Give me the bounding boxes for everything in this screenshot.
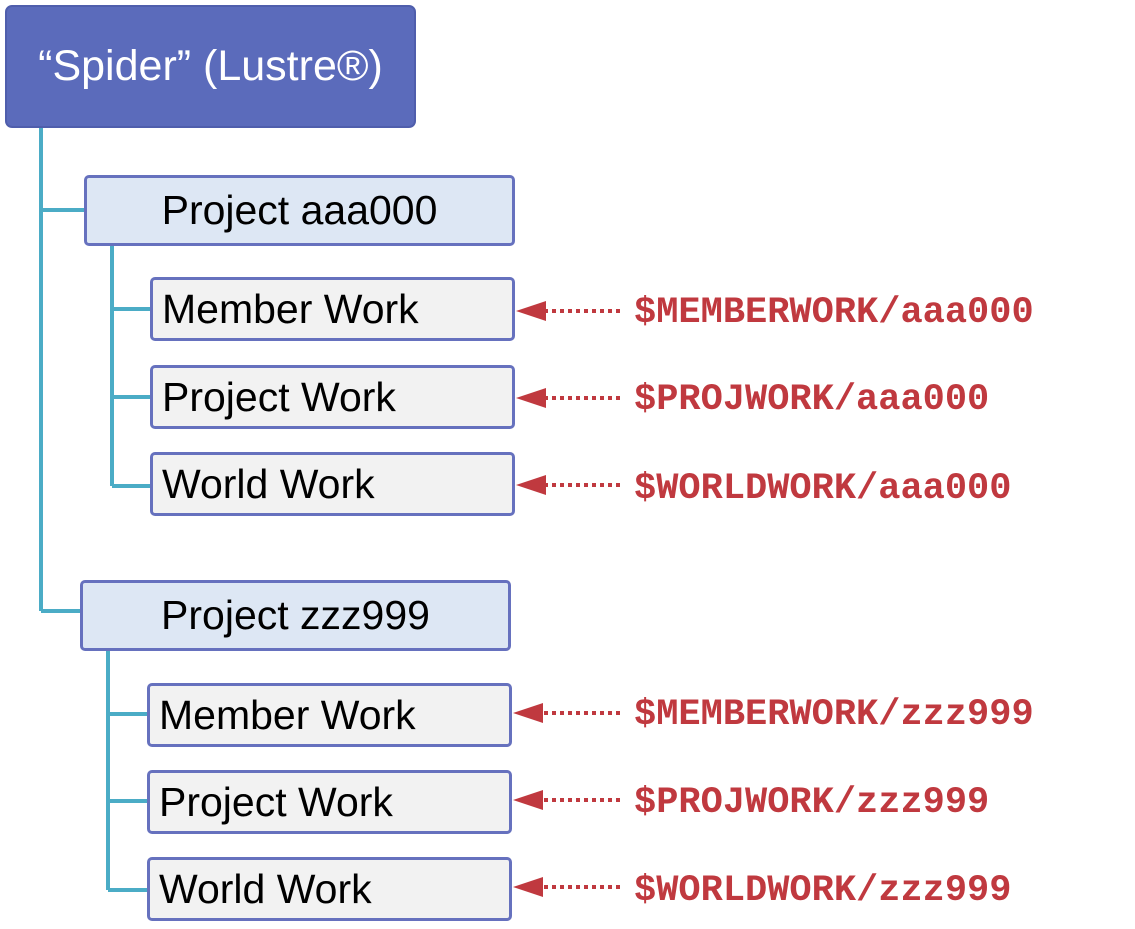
project-aaa000-branch-line — [110, 245, 150, 488]
project-zzz999-branch-line — [106, 651, 147, 892]
area-member-work-aaa000: Member Work — [150, 277, 515, 341]
area-label: Project Work — [159, 778, 393, 825]
area-label: Member Work — [159, 691, 416, 738]
env-arrow-zzz999-world — [513, 877, 620, 897]
project-label: Project zzz999 — [161, 592, 430, 638]
env-var-label: $MEMBERWORK/zzz999 — [634, 694, 1034, 736]
env-var-label: $PROJWORK/aaa000 — [634, 379, 990, 421]
project-label: Project aaa000 — [161, 187, 438, 233]
env-arrow-zzz999-member — [513, 703, 620, 723]
env-arrow-aaa000-world — [516, 475, 620, 495]
env-var-label: $WORLDWORK/aaa000 — [634, 468, 1012, 510]
root-label: “Spider” (Lustre®) — [38, 42, 383, 90]
area-world-work-zzz999: World Work — [147, 857, 512, 921]
root-trunk-line — [39, 128, 84, 613]
env-arrow-aaa000-project — [516, 388, 620, 408]
project-zzz999-box: Project zzz999 — [80, 580, 511, 651]
area-member-work-zzz999: Member Work — [147, 683, 512, 747]
area-world-work-aaa000: World Work — [150, 452, 515, 516]
area-label: World Work — [162, 460, 375, 507]
env-var-label: $MEMBERWORK/aaa000 — [634, 292, 1034, 334]
area-label: Project Work — [162, 373, 396, 420]
project-aaa000-box: Project aaa000 — [84, 175, 515, 246]
area-project-work-aaa000: Project Work — [150, 365, 515, 429]
env-var-label: $PROJWORK/zzz999 — [634, 782, 990, 824]
env-var-label: $WORLDWORK/zzz999 — [634, 870, 1012, 912]
env-arrow-zzz999-project — [513, 790, 620, 810]
area-project-work-zzz999: Project Work — [147, 770, 512, 834]
root-filesystem-box: “Spider” (Lustre®) — [5, 5, 416, 128]
area-label: Member Work — [162, 285, 419, 332]
env-arrow-aaa000-member — [516, 301, 620, 321]
area-label: World Work — [159, 865, 372, 912]
